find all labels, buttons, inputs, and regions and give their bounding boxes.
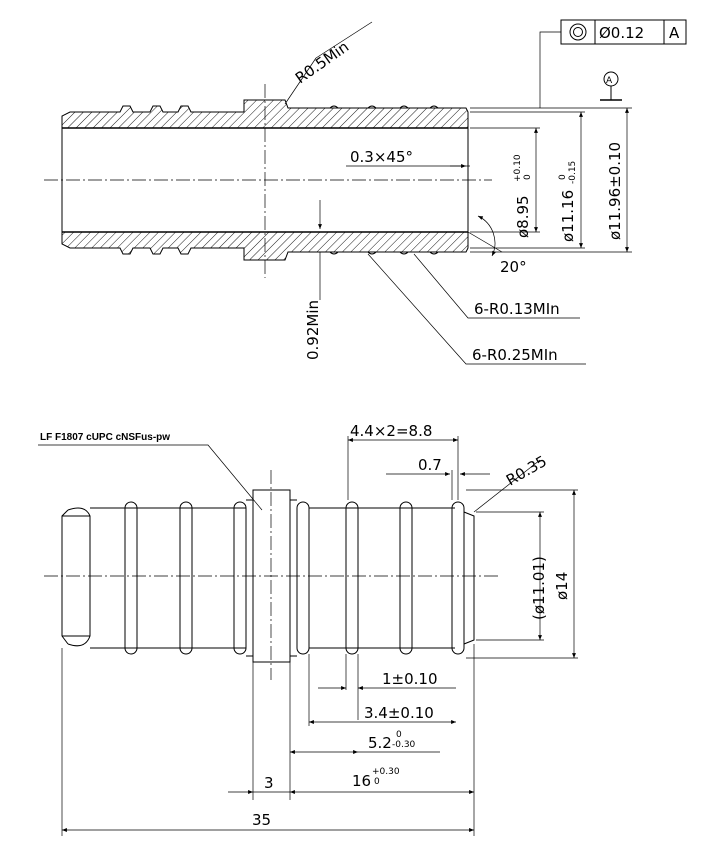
leader-marking <box>38 444 263 511</box>
label-r05min: R0.5Min <box>292 38 352 88</box>
rib-right-3 <box>399 501 413 655</box>
label-dim-35: 35 <box>252 811 271 829</box>
label-dim-3: 3 <box>264 774 274 792</box>
label-dia-mid-tol-lower: -0.15 <box>568 161 578 184</box>
right-end <box>463 511 475 645</box>
label-angle: 20° <box>500 258 527 276</box>
datum-a-letter: A <box>606 76 613 86</box>
label-ribs-r025: 6-R0.25MIn <box>472 346 558 364</box>
gdt-frame: Ø0.12 A <box>539 19 687 108</box>
label-pitch: 4.4×2=8.8 <box>350 422 432 440</box>
exterior-view <box>44 470 500 680</box>
label-min-wall: 0.92Min <box>304 300 322 360</box>
section-view <box>44 84 492 278</box>
angle-arc <box>477 215 496 257</box>
rib-left-2 <box>179 501 193 655</box>
label-dim-52-tol-upper: 0 <box>396 730 402 740</box>
label-r035: R0.35 <box>503 452 550 490</box>
label-dia-bore: ø8.95 <box>514 195 532 238</box>
label-dia-bore-tol-upper: +0.10 <box>513 154 523 182</box>
rib-right-4 <box>451 501 465 655</box>
angle-line <box>467 231 503 253</box>
concentricity-icon <box>569 23 587 41</box>
label-dia-mid-tol-upper: 0 <box>558 174 568 180</box>
label-dim-34: 3.4±0.10 <box>364 704 434 722</box>
label-ribs-r013: 6-R0.13MIn <box>474 300 560 318</box>
leader-r013 <box>413 253 580 319</box>
left-barb <box>67 507 91 647</box>
leader-r025 <box>367 253 586 365</box>
dim-mid-group: ø11.16 0 -0.15 <box>558 161 578 242</box>
leader-r05-ext <box>315 21 373 59</box>
label-marking: LF F1807 cUPC cNSFus-pw <box>40 432 170 443</box>
label-dia-bore-tol-lower: 0 <box>523 174 533 180</box>
rib-right-1 <box>296 501 310 655</box>
ribs-bottom <box>329 251 439 255</box>
label-dim-52-tol-lower: -0.30 <box>392 740 416 750</box>
label-dim-16-tol-upper: +0.30 <box>372 767 400 777</box>
datum-a-symbol: A <box>600 71 622 101</box>
label-dim-52: 5.2 <box>368 734 392 752</box>
gdt-tolerance: Ø0.12 <box>599 24 644 42</box>
label-chamfer: 0.3×45° <box>350 148 413 166</box>
ribs-top <box>329 105 439 109</box>
label-dia-mid: ø11.16 <box>559 190 577 242</box>
label-07: 0.7 <box>418 456 442 474</box>
label-dim-16-tol-lower: 0 <box>374 777 380 787</box>
rib-right-2 <box>345 501 359 655</box>
dim-bore-group: ø8.95 +0.10 0 <box>513 154 533 238</box>
label-dia-14: ø14 <box>553 572 571 600</box>
label-dim-1: 1±0.10 <box>382 670 438 688</box>
rib-left-1 <box>124 501 138 655</box>
gdt-datum: A <box>669 24 680 42</box>
label-dia-outer: ø11.96±0.10 <box>606 142 624 240</box>
label-dim-16: 16 <box>352 772 371 790</box>
rib-left-3 <box>233 501 247 655</box>
leader-r05 <box>284 57 317 105</box>
label-dia-ref: (ø11.01) <box>530 556 548 620</box>
left-end <box>61 509 69 645</box>
gdt-leader <box>539 31 561 108</box>
leader-r035 <box>473 459 541 513</box>
